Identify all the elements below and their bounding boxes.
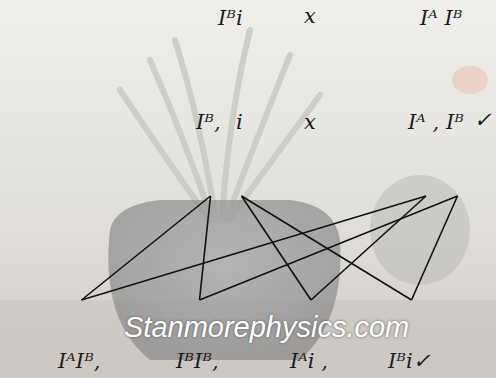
genotype-text: Iᴮi✓ — [388, 349, 435, 374]
parent-genotype: Iᴬ Iᴮ — [420, 6, 463, 31]
cross-sign: x — [304, 4, 316, 29]
cross-line — [242, 196, 412, 300]
offspring-genotype: IᴬIᴮ, — [58, 300, 105, 374]
gamete: Iᴬ , — [408, 110, 444, 196]
cross-line — [242, 196, 312, 300]
genotype-text: IᴬIᴮ, — [58, 349, 105, 374]
genotype-text: Iᴮ — [446, 110, 469, 135]
gamete: i — [236, 110, 247, 196]
cross-line — [82, 196, 427, 300]
cross-line — [200, 196, 458, 300]
genotype-text: Iᴬi , — [290, 349, 332, 374]
genotype-text: i — [236, 110, 247, 135]
cross-line — [82, 196, 211, 300]
cross-line — [200, 196, 211, 300]
genotype-text: Iᴬ , — [408, 110, 444, 135]
cross-line — [412, 196, 458, 300]
genotype-text: Iᴮ, — [196, 110, 225, 135]
cross-line — [311, 196, 426, 300]
parent-genotype: Iᴮi — [218, 6, 243, 31]
check-mark: ✓ — [474, 108, 492, 133]
gamete: Iᴮ — [446, 110, 469, 196]
gamete: Iᴮ, — [196, 110, 225, 196]
genotype-text: IᴮIᴮ, — [176, 349, 223, 374]
cross-sign: x — [304, 110, 316, 135]
watermark: Stanmorephysics.com — [124, 310, 409, 345]
